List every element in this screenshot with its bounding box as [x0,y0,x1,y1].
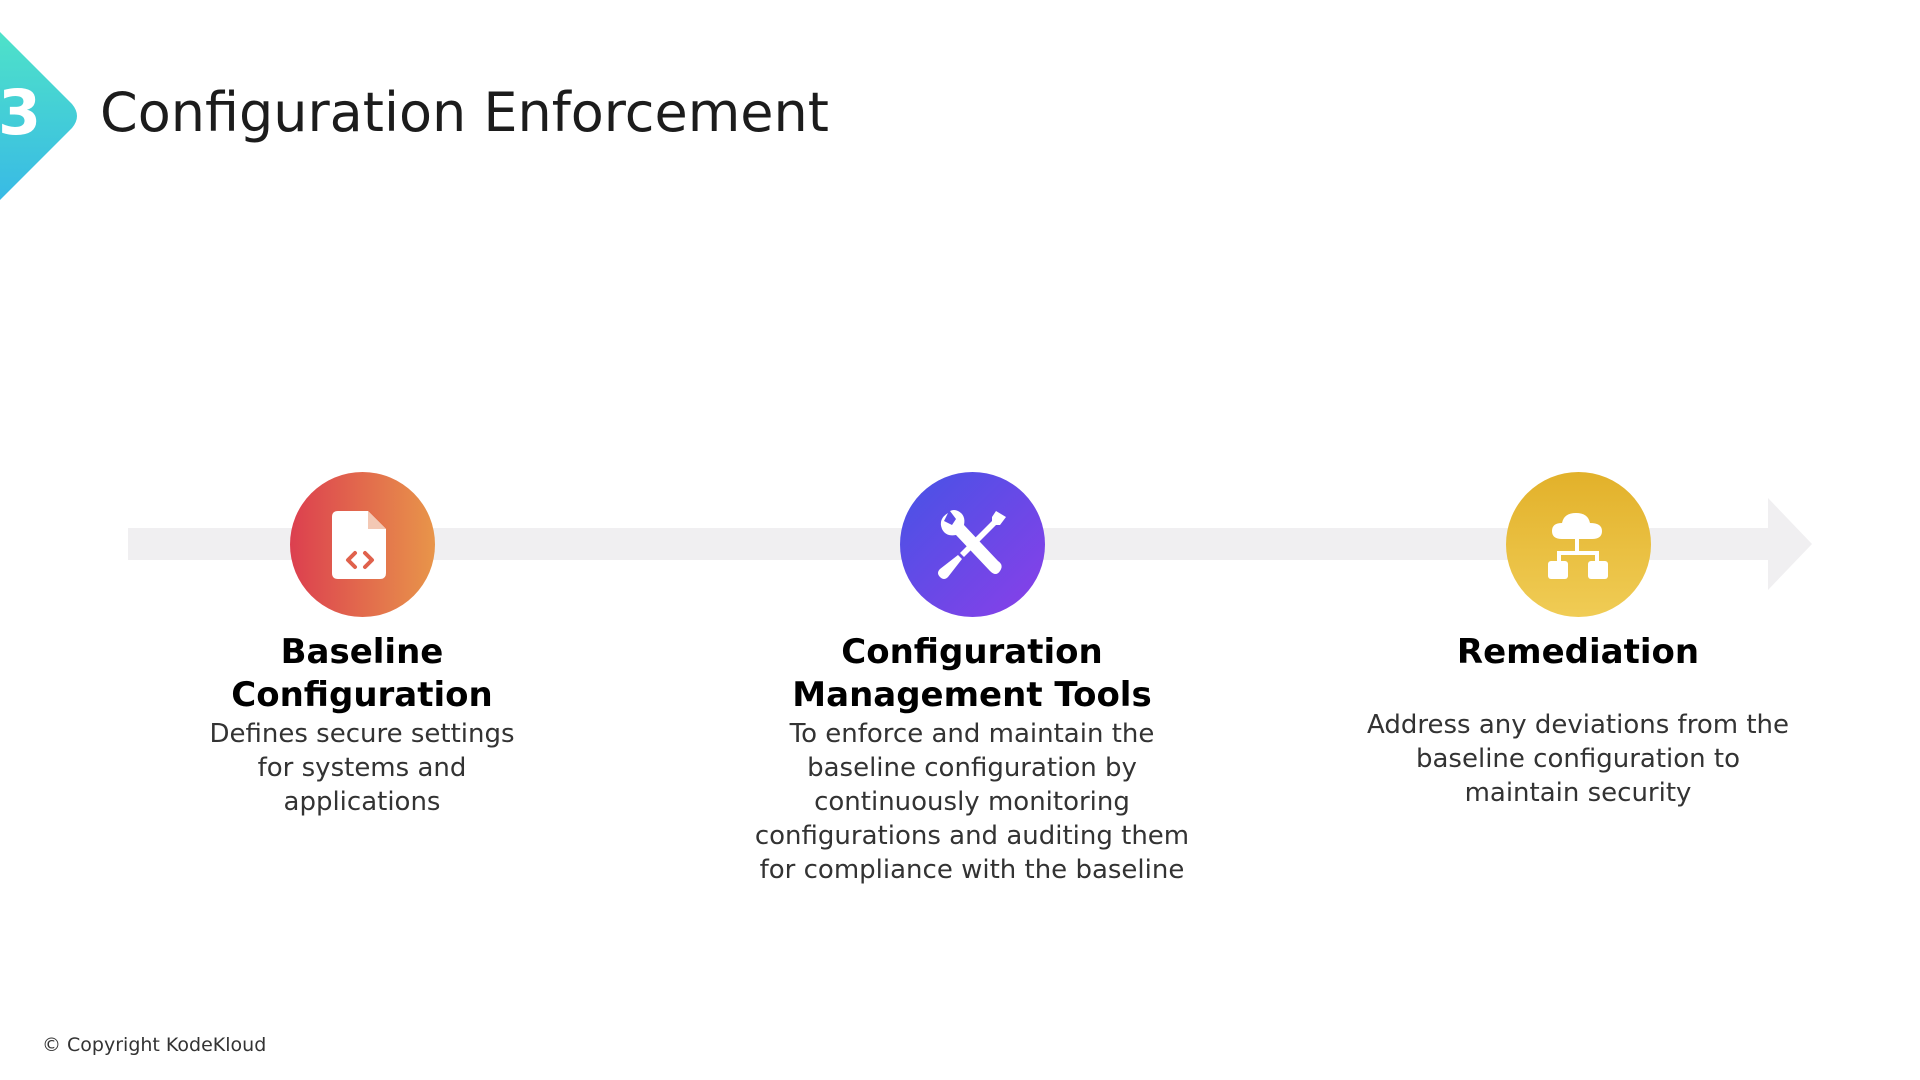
wrench-screwdriver-icon [938,509,1006,579]
step-icon-circle [1505,472,1651,617]
step-title: Configuration Management Tools [792,632,1152,715]
step-description: To enforce and maintain the baseline con… [754,719,1190,885]
copyright-notice: © Copyright KodeKloud [42,1034,267,1056]
step-description: Address any deviations from the baseline… [1367,710,1789,808]
step-remediation: Remediation Address any deviations from … [1358,472,1798,810]
section-number: 3 [0,76,42,149]
slide-title: Configuration Enforcement [100,81,829,144]
step-baseline-configuration: Baseline Configuration Defines secure se… [142,472,582,819]
step-title: Remediation [1456,632,1700,672]
step-description: Defines secure settings for systems and … [209,719,515,817]
code-file-icon [332,510,386,579]
step-configuration-management-tools: Configuration Management Tools To enforc… [752,472,1192,887]
cloud-network-icon [1548,512,1608,579]
diamond-badge-shape [0,32,77,200]
step-title: Baseline Configuration [231,632,493,715]
step-icon-circle [289,472,435,617]
step-icon-circle [899,472,1045,617]
section-number-badge: 3 [0,28,80,204]
